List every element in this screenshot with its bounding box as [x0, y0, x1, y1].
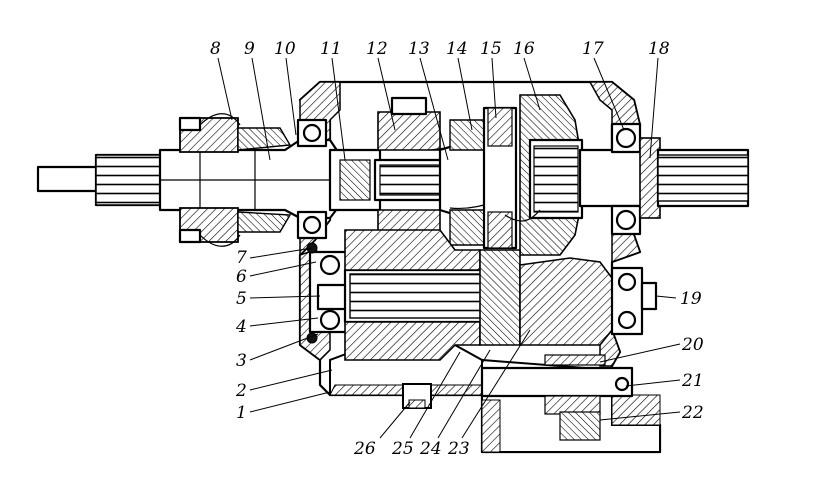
callout-23: 23	[447, 439, 470, 459]
reverse-idler	[480, 354, 634, 441]
callout-21: 21	[681, 371, 704, 391]
callout-7: 7	[236, 248, 247, 268]
callout-16: 16	[513, 39, 535, 59]
callout-17: 17	[582, 39, 604, 59]
left-flange	[178, 113, 328, 247]
input-shaft	[36, 138, 342, 220]
callout-3: 3	[236, 351, 247, 371]
callout-5: 5	[236, 289, 247, 309]
leader-lines	[217, 57, 681, 439]
callout-15: 15	[480, 39, 502, 59]
callout-4: 4	[235, 317, 247, 337]
callout-18: 18	[648, 39, 670, 59]
callout-14: 14	[446, 39, 468, 59]
callout-6: 6	[236, 267, 247, 287]
callout-8: 8	[210, 39, 221, 59]
callout-10: 10	[274, 39, 296, 59]
callout-1: 1	[236, 403, 247, 423]
callout-20: 20	[681, 335, 704, 355]
callout-2: 2	[235, 381, 247, 401]
countershaft	[306, 229, 658, 361]
callout-labels: 8 9 10 11 12 13 14 15 16 17 18 7 6 5 4 3…	[210, 39, 704, 459]
callout-12: 12	[366, 39, 388, 59]
callout-11: 11	[320, 39, 342, 59]
callout-9: 9	[244, 39, 255, 59]
callout-19: 19	[680, 289, 702, 309]
callout-22: 22	[681, 403, 704, 423]
callout-24: 24	[419, 439, 442, 459]
output-shaft	[578, 122, 750, 236]
callout-13: 13	[408, 39, 430, 59]
callout-25: 25	[391, 439, 414, 459]
callout-26: 26	[353, 439, 376, 459]
